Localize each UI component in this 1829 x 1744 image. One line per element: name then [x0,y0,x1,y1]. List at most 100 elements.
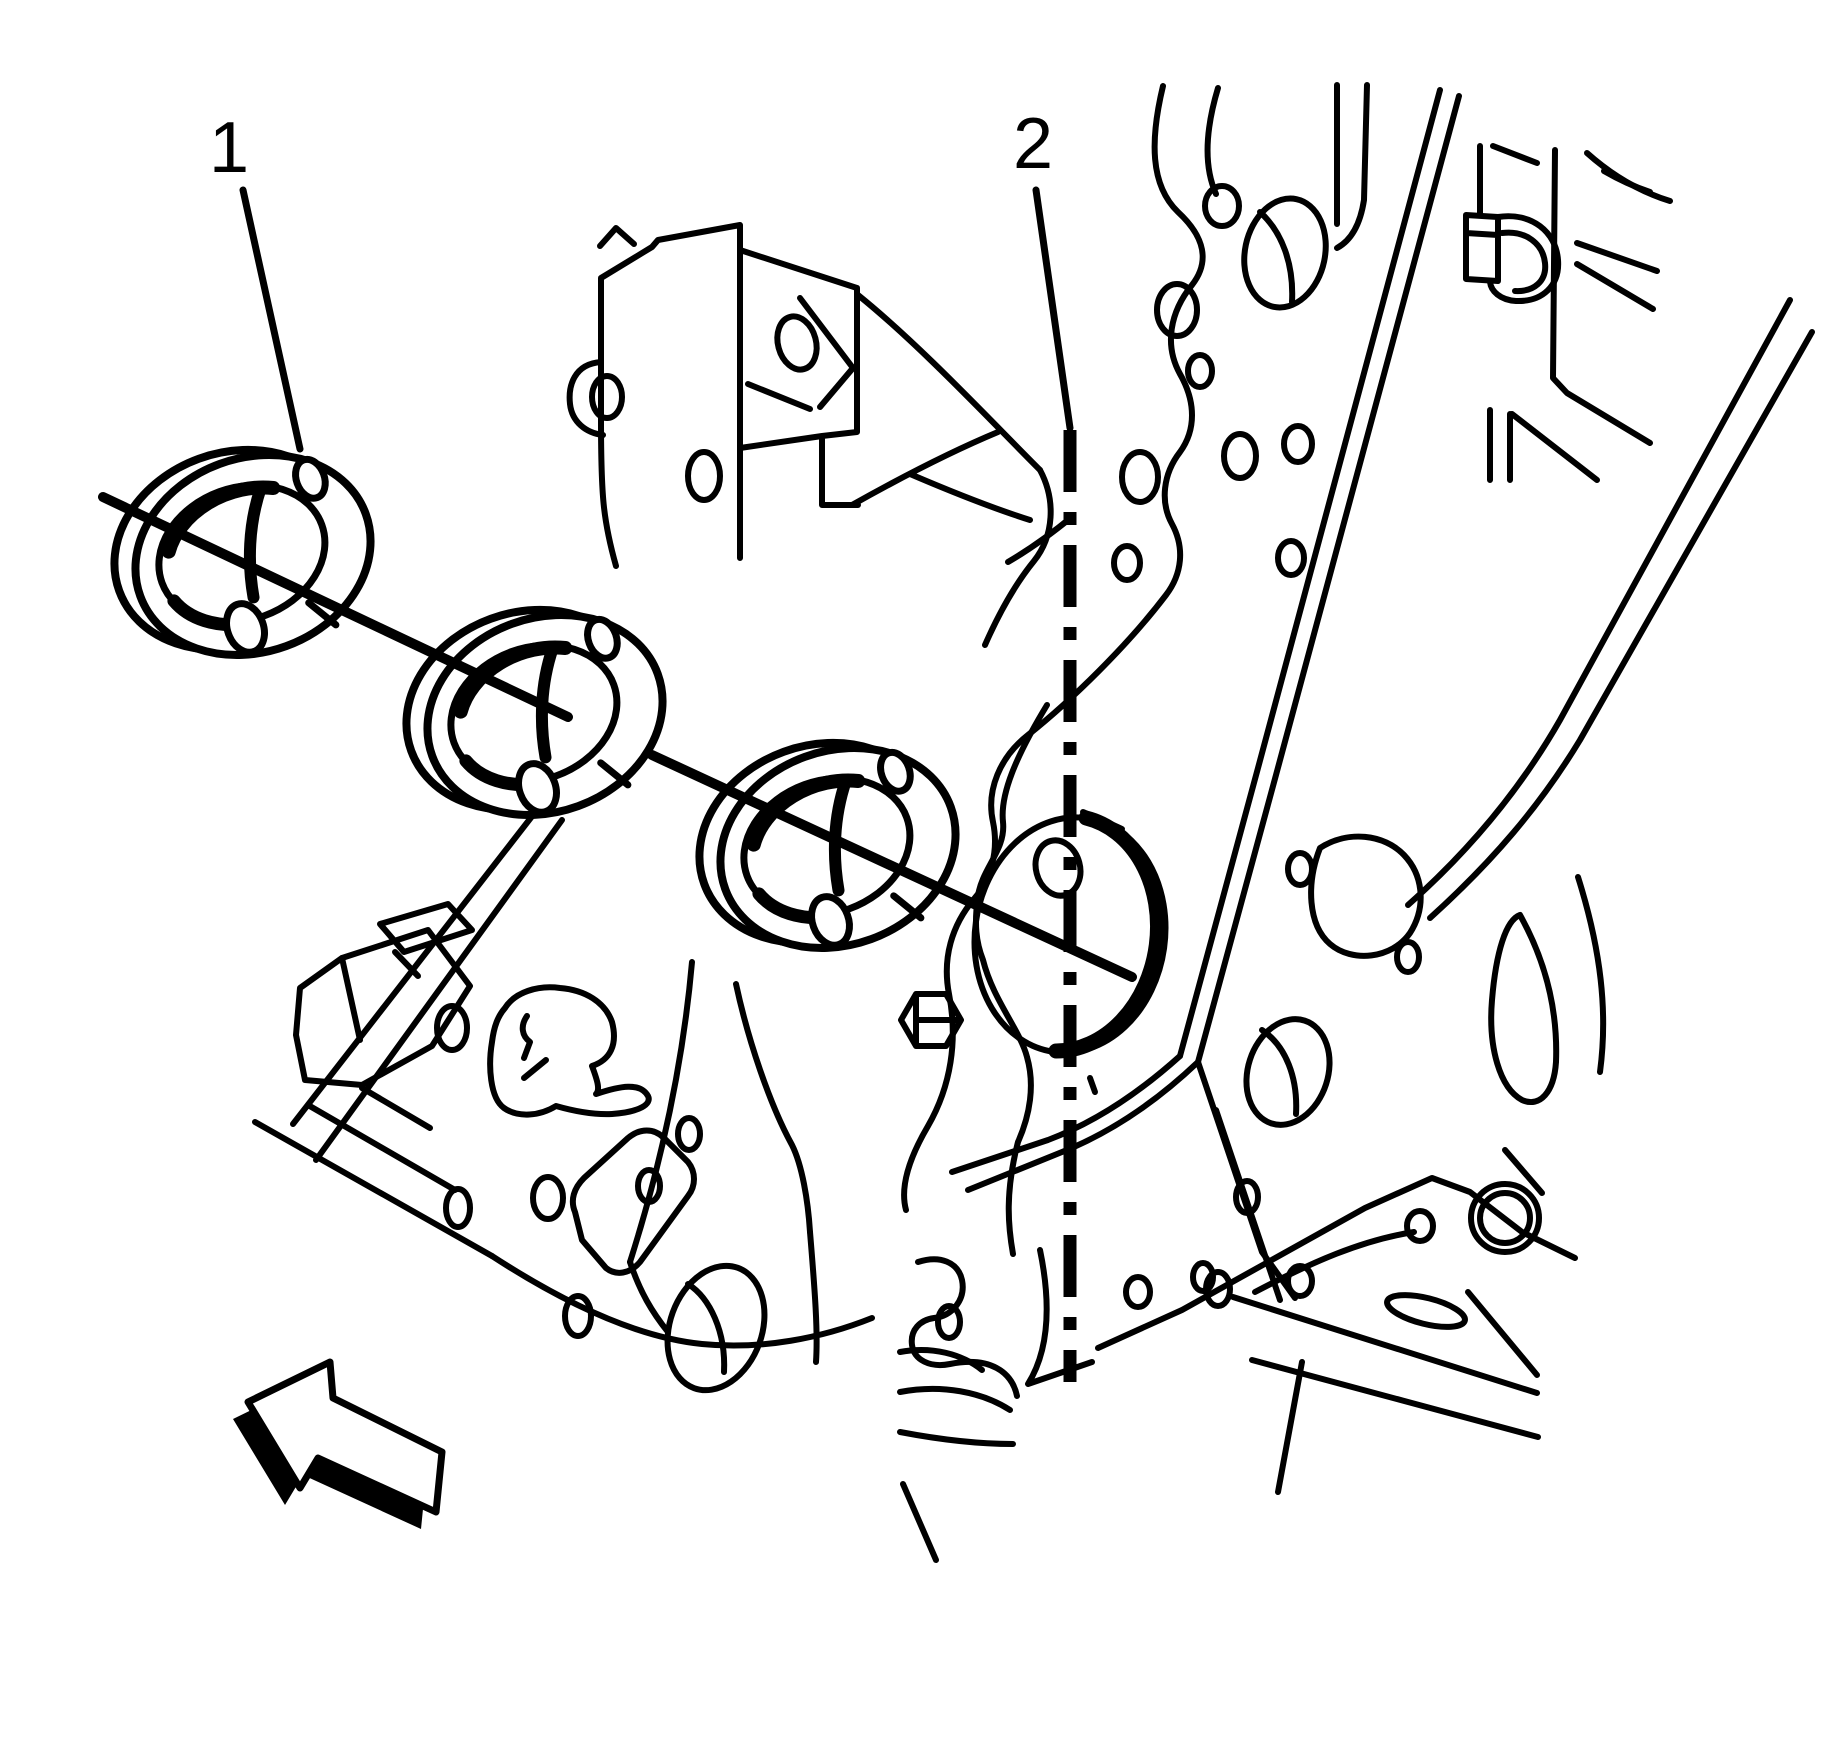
hook-verticals [1334,82,1370,251]
rib-branch [1213,1107,1283,1303]
bracket-plate [737,247,861,508]
beam-edge [313,817,565,1163]
bolt-hole [1285,850,1315,888]
oil-passage-hole [1243,1016,1333,1128]
rib-trunk [733,981,813,1235]
shoulder-edge [982,467,1054,648]
bolt-hole [635,1167,663,1205]
rail-slot [1384,1292,1468,1330]
shoulder-edge [855,292,1043,473]
engine-block-line-art [252,82,1815,1563]
bolt-hole [434,1003,470,1053]
callout-2: 2 [1013,104,1074,432]
bolt-hole [685,449,723,503]
dowel-boss [1468,1181,1542,1255]
direction-arrow-icon [233,1358,446,1529]
bolt-hole [1032,837,1084,899]
balance-shaft-bore [971,809,1169,1095]
mount-bracket-line [339,955,363,1043]
bolt-hole [1281,423,1315,465]
bolt-hole [1185,352,1215,390]
boss-left-edge [972,702,1050,1257]
bolt-hole [1203,1269,1233,1309]
gasket-rail-right [1095,833,1578,1495]
callout-1-leader [239,186,304,453]
rib-branch [949,1053,1183,1175]
rail-corner [1502,1147,1545,1196]
bolt-hole [774,313,820,373]
bolt-hole [1119,449,1161,505]
bolt-hole [1202,183,1242,229]
bracket-tab [566,359,606,438]
sensor-boss [487,984,652,1118]
mount-hook [1334,82,1673,483]
shoulder-edge [849,429,1001,508]
hook-top-line [1490,143,1540,166]
callout-1-label: 1 [209,108,249,188]
shoulder-edge [907,471,1033,523]
rib-edge [1195,93,1462,1065]
corner-arc [1584,150,1673,204]
arrow-top-face [244,1358,446,1516]
mount-tick [392,949,421,979]
rib-edge [1427,329,1815,921]
bolt-hole [530,1174,566,1222]
pan-bottom-edge [489,1253,875,1349]
corner-diag [1574,261,1656,312]
shoulder-edge [797,295,856,410]
pan-wave [897,1347,985,1373]
callout-1: 1 [209,108,304,453]
bolt-hole [935,1303,963,1341]
bolt-hole [589,373,625,421]
bolt-hole [1221,431,1259,481]
bolt-hole [1275,538,1307,578]
bracket-plate-line [745,381,813,412]
pan-rail-diag [1465,1289,1540,1378]
beam-edge [290,803,543,1127]
bearing-axis-line [647,750,1137,982]
bolt-hole [443,1186,473,1230]
face-inner-edge [1204,85,1221,197]
bolt-hole [562,1293,594,1339]
bearing-axis-line [98,492,573,722]
hook-u-inner [1499,229,1549,295]
corner-verticals [1487,407,1513,483]
block-shoulder [797,292,1076,648]
balance-shaft-bearings [86,412,1137,987]
bolt-hole [1154,281,1200,339]
mount-stud [377,901,475,955]
bolt-hole [1404,1208,1436,1244]
bracket-outline [598,222,743,569]
rib-edge [1405,297,1793,908]
pan-flange-edge [359,1085,433,1131]
hook-boss [1463,212,1501,284]
pan-rail-edge [1252,1229,1417,1295]
hole-crescent [1257,209,1296,305]
bolt-hole [1285,1263,1315,1299]
pan-rail-diag [1230,1294,1540,1396]
rib-foot [807,1229,820,1365]
sensor-boss-lines [519,1013,549,1081]
callout-2-label: 2 [1013,104,1053,184]
dowel-hole [1477,1190,1533,1246]
pan-flange-edge [305,1102,458,1193]
bracket-peak [597,225,637,249]
mount-bracket [293,927,473,1088]
balance-shaft-bearing-1 [86,412,399,694]
pan-bump [1025,1247,1095,1387]
slot-banana [1488,912,1560,1105]
callout-2-leader [1032,186,1074,432]
corner-arc [1601,168,1653,195]
pan-rail-ridge [1095,1175,1578,1351]
bore-shaded-arc [1048,810,1165,1059]
pan-wave [897,1385,1013,1413]
hook-band [1550,147,1653,446]
hole-crescent [685,1281,728,1375]
pan-flange-edge [252,1119,495,1259]
rib-edge [1177,87,1443,1059]
pan-corner-swirl [908,1256,1020,1399]
opening-square [1308,833,1424,959]
balance-shaft-bearing-3 [671,705,984,987]
